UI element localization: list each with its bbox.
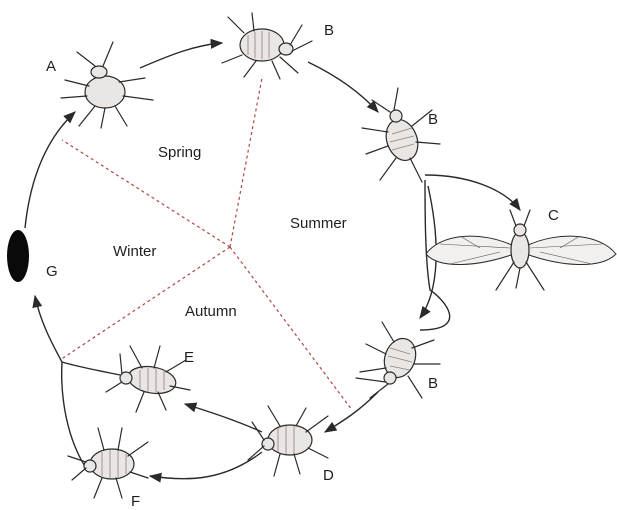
stage-label-b-lower-right: B: [428, 375, 438, 392]
arrow-b-to-c: [425, 175, 520, 210]
arrow-b-to-b: [308, 62, 378, 112]
stage-label-e: E: [184, 349, 194, 366]
aphid-e-illustration: [106, 346, 190, 412]
stage-label-f: F: [131, 493, 140, 510]
aphid-c-winged-illustration: [426, 210, 616, 290]
aphid-b-top-illustration: [222, 13, 312, 79]
season-label-winter: Winter: [113, 243, 156, 260]
stage-label-c: C: [548, 207, 559, 224]
arrow-f-e-to-g: [35, 296, 86, 468]
stage-label-a: A: [46, 58, 56, 75]
aphid-d-illustration: [248, 406, 328, 476]
aphid-a-illustration: [61, 42, 153, 128]
divider-summer-autumn: [230, 247, 352, 410]
aphid-f-illustration: [68, 428, 148, 498]
arrow-d-to-e: [185, 404, 262, 432]
stage-label-b-upper-right: B: [428, 111, 438, 128]
season-label-spring: Spring: [158, 144, 201, 161]
divider-spring-summer: [230, 78, 262, 247]
egg-g-shape: [7, 230, 29, 282]
stage-label-g: G: [46, 263, 58, 280]
arrow-e-merge: [62, 362, 120, 375]
season-label-autumn: Autumn: [185, 303, 237, 320]
stage-label-d: D: [323, 467, 334, 484]
stage-label-b-top: B: [324, 22, 334, 39]
arrow-g-to-a: [25, 112, 75, 228]
aphid-b-upper-right-illustration: [362, 88, 440, 182]
season-dividers: [60, 78, 352, 410]
divider-winter-spring: [62, 140, 230, 247]
arrow-a-to-b: [140, 43, 222, 68]
season-label-summer: Summer: [290, 215, 347, 232]
arrow-d-to-f: [150, 452, 262, 479]
